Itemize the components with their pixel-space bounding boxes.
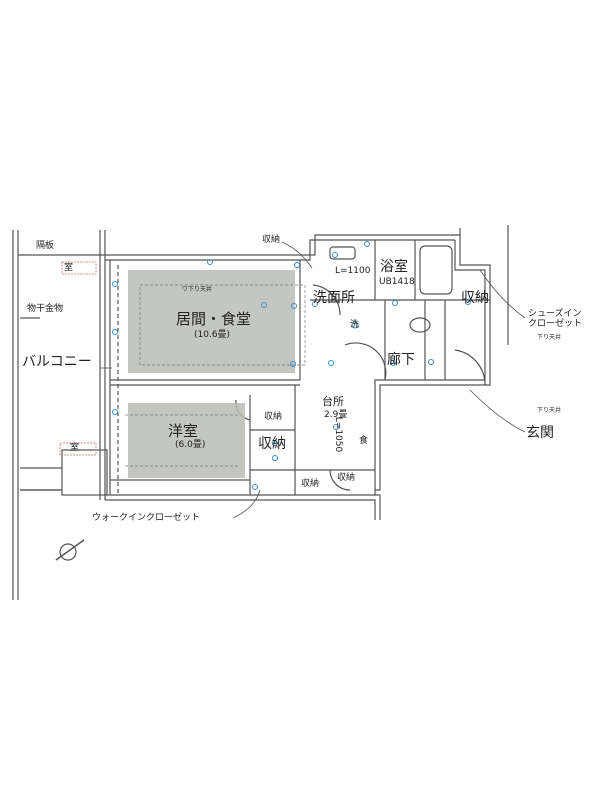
shoes-closet-label: シューズインクローゼット <box>528 309 583 329</box>
storage-label-d: 収納 <box>337 473 356 483</box>
hallway-label: 廊下 <box>387 352 415 368</box>
bathtub <box>419 245 453 295</box>
living-dining-label: 居間・食堂 <box>176 310 252 328</box>
washer-label: 洗 <box>350 320 360 330</box>
kitchen-label: 台所 <box>322 395 344 408</box>
living-dining-size: (10.6畳) <box>194 330 231 340</box>
washroom-label: 洗面所 <box>313 290 355 306</box>
electrical-fixtures <box>112 241 471 490</box>
bathroom-label: 浴室 <box>380 259 408 275</box>
toilet <box>409 317 431 333</box>
beam-label: ワ下り天井 <box>182 286 213 293</box>
storage-label-top: 収納 <box>262 235 281 245</box>
western-room-size: (6.0畳) <box>175 440 206 450</box>
kitchen-counter-length: L=1050 <box>333 416 344 453</box>
walk-in-closet-label: ウォークインクローゼット <box>92 513 201 523</box>
storage-label-a: 収納 <box>264 412 283 422</box>
compass-icon <box>59 543 77 561</box>
living-dining-fill <box>128 270 295 373</box>
storage-label-b: 収納 <box>258 436 286 452</box>
bathroom-unit: UB1418 <box>379 277 415 287</box>
outdoor-unit-label-2: 室 <box>70 443 80 453</box>
outdoor-unit-label-1: 室 <box>64 263 74 273</box>
fridge-label: 食 <box>359 436 369 446</box>
sink <box>329 246 356 260</box>
outdoor-unit <box>61 449 108 496</box>
entrance-label: 玄関 <box>526 425 554 441</box>
lowered-ceiling-label-1: 下り天井 <box>537 334 562 341</box>
western-room-fill <box>128 403 245 478</box>
partition-label: 隔板 <box>36 241 55 251</box>
storage-label-c: 収納 <box>301 479 320 489</box>
lowered-ceiling-label-2: 下り天井 <box>537 407 562 414</box>
drying-rack-label: 物干金物 <box>27 304 64 314</box>
vanity-label: L=1100 <box>335 266 371 276</box>
kitchen-size: 2.9畳 <box>324 410 348 420</box>
balcony-label: バルコニー <box>22 354 92 370</box>
storage-label-shoes: 収納 <box>461 290 489 306</box>
outer-wall <box>105 228 461 256</box>
western-room-label: 洋室 <box>168 422 199 440</box>
